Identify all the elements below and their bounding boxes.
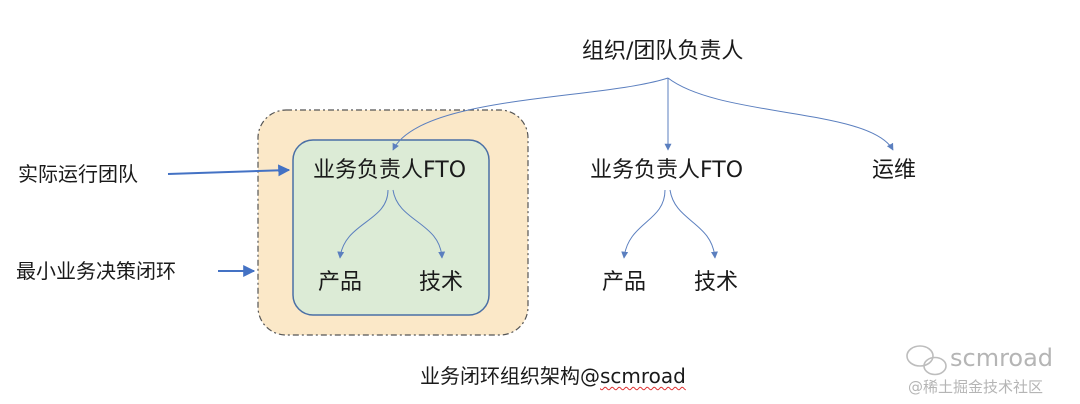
arrow-team xyxy=(167,164,291,177)
node-fto-left: 业务负责人FTO xyxy=(313,158,467,183)
team-box xyxy=(292,139,490,316)
label-min-decision-loop: 最小业务决策闭环 xyxy=(16,259,176,283)
node-ops: 运维 xyxy=(872,158,917,183)
wechat-icon xyxy=(906,345,947,376)
node-product-right: 产品 xyxy=(602,270,647,295)
watermark-source: @稀土掘金技术社区 xyxy=(908,378,1044,396)
edge-root-to-ops xyxy=(667,77,894,151)
edge-fto-left-to-product xyxy=(337,189,389,259)
watermark-brand: scmroad xyxy=(950,344,1054,372)
edge-root-to-fto-left xyxy=(392,77,669,151)
label-actual-team: 实际运行团队 xyxy=(18,162,138,186)
edge-fto-right-to-product xyxy=(621,189,666,259)
node-fto-right: 业务负责人FTO xyxy=(590,158,744,183)
node-product-left: 产品 xyxy=(318,270,363,295)
edge-fto-left-to-tech xyxy=(392,189,446,259)
caption-handle: scmroad xyxy=(600,364,686,388)
caption-prefix: 业务闭环组织架构@ xyxy=(420,364,600,388)
node-root: 组织/团队负责人 xyxy=(582,39,744,64)
node-tech-left: 技术 xyxy=(419,270,464,295)
edge-fto-right-to-tech xyxy=(669,189,718,259)
node-tech-right: 技术 xyxy=(694,270,739,295)
diagram-caption: 业务闭环组织架构@scmroad xyxy=(420,366,686,386)
